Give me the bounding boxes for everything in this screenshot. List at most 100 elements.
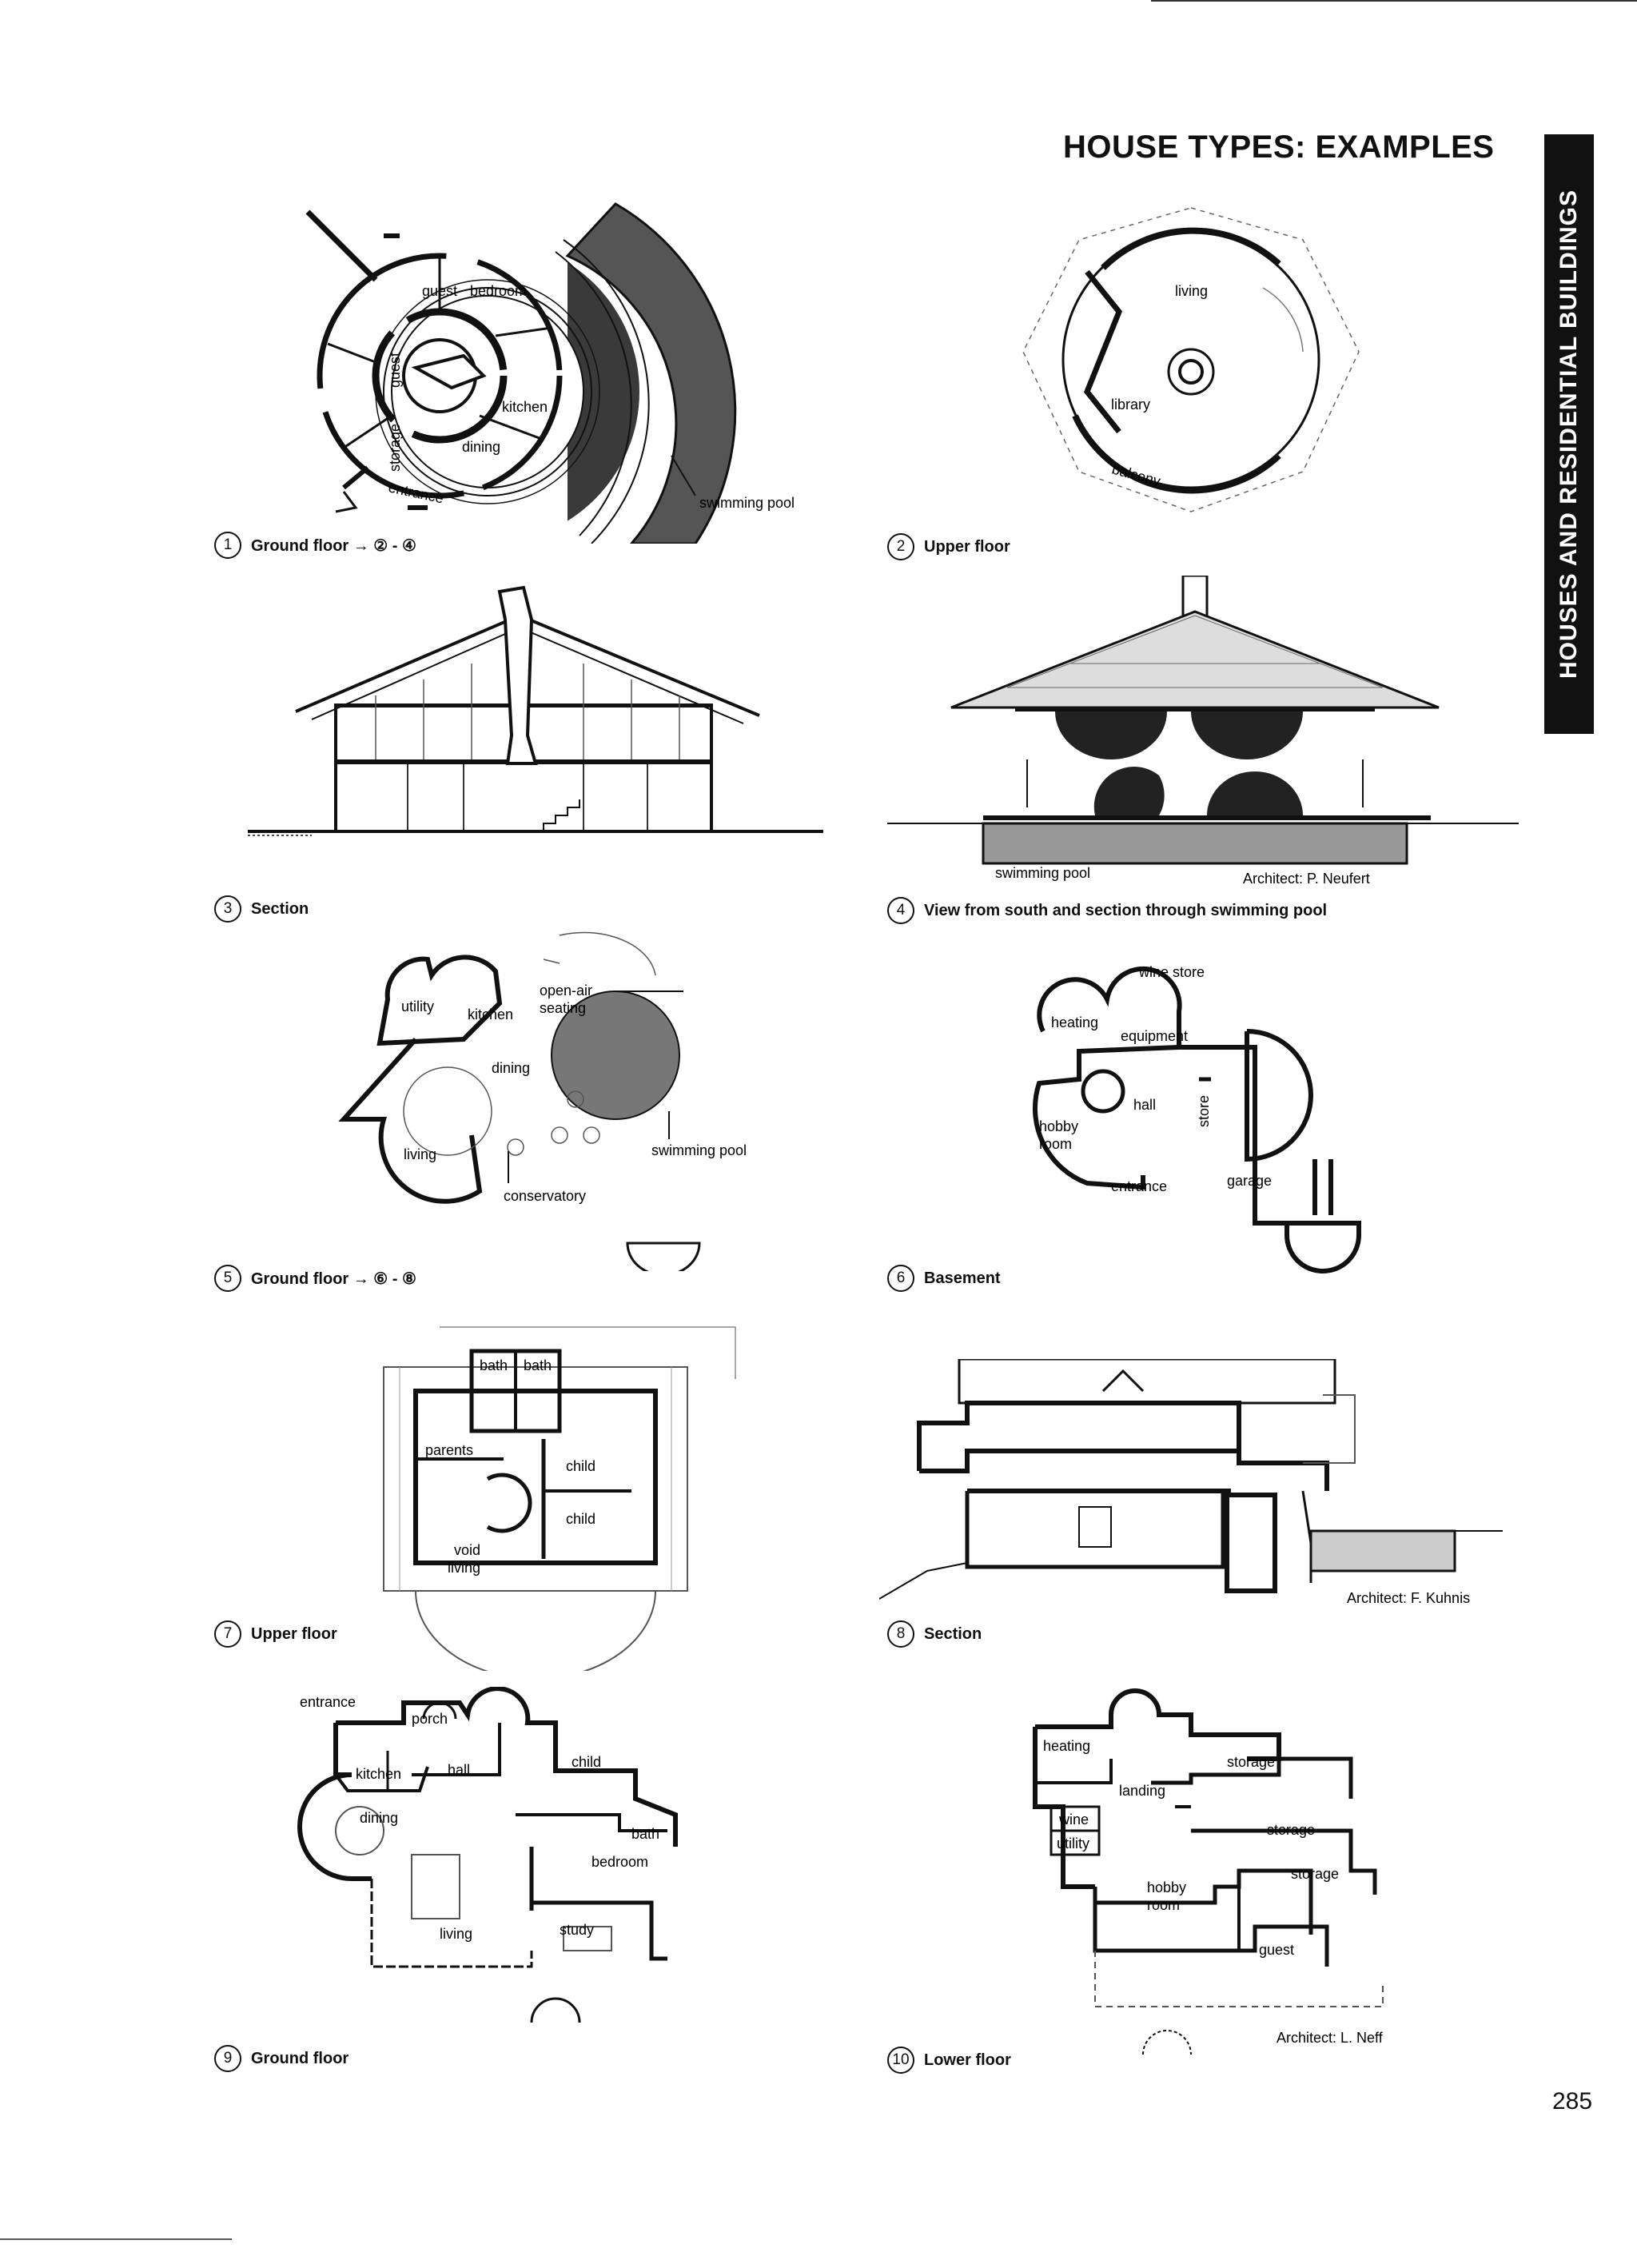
label-kitchen: kitchen [356,1766,401,1782]
figure-2-caption: 2 Upper floor [887,533,1010,560]
label-wine: wine [1058,1812,1089,1828]
label-parents: parents [425,1442,473,1458]
label-seating: seating [540,1000,586,1016]
figure-6-caption: 6 Basement [887,1265,1001,1292]
label-bedroom: bedroom [591,1854,648,1870]
figure-number: 6 [887,1265,914,1292]
label-void: void [454,1542,480,1558]
label-open-air: open-air [540,983,592,998]
label-landing: landing [1119,1783,1165,1799]
figure-number: 8 [887,1620,914,1648]
label-hobby: hobby [1147,1879,1186,1895]
architect-credit: Architect: F. Kuhnis [1347,1590,1470,1606]
label-child-1: child [566,1458,595,1474]
caption-text: Lower floor [924,2051,1011,2069]
page-title: HOUSE TYPES: EXAMPLES [1063,130,1495,165]
label-swimming-pool: swimming pool [995,865,1090,881]
caption-text: Section [251,899,309,918]
figure-number: 2 [887,533,914,560]
figure-4-caption: 4 View from south and section through sw… [887,897,1327,924]
architect-credit: Architect: P. Neufert [1243,871,1370,887]
caption-text: Ground floor → ⑥ - ⑧ [251,1270,416,1288]
label-store: store [1196,1095,1212,1127]
label-wine-store: wine store [1138,964,1205,980]
label-hall: hall [448,1762,470,1778]
label-storage-1: storage [1227,1754,1275,1770]
figure-number: 3 [214,895,241,923]
label-swimming-pool: swimming pool [651,1142,747,1158]
label-guest: guest [1259,1942,1294,1958]
figure-6-plan: wine store heating equipment hall store … [1032,964,1361,1274]
section-tab-label: HOUSES AND RESIDENTIAL BUILDINGS [1555,189,1582,680]
figure-5-caption: 5 Ground floor → ⑥ - ⑧ [214,1265,416,1292]
label-conservatory: conservatory [504,1188,586,1204]
caption-text: Ground floor → ② - ④ [251,536,416,555]
label-entrance: entrance [300,1694,356,1710]
label-living: living [440,1926,472,1942]
label-porch: porch [412,1711,448,1727]
label-bath-2: bath [524,1357,552,1373]
label-hobby: hobby [1039,1118,1078,1134]
label-heating: heating [1051,1014,1098,1030]
label-garage: garage [1227,1173,1272,1189]
figure-number: 4 [887,897,914,924]
figure-1-caption: 1 Ground floor → ② - ④ [214,532,416,559]
bottom-rule [0,2238,232,2240]
figure-10-caption: 10 Lower floor [887,2047,1011,2074]
figure-7-caption: 7 Upper floor [214,1620,337,1648]
figure-10-plan: heating storage landing wine utility sto… [1033,1688,1384,2055]
label-dining: dining [462,439,500,455]
figure-9-plan: entrance porch kitchen hall child dining… [297,1687,678,2023]
figure-number: 10 [887,2047,914,2074]
section-tab: HOUSES AND RESIDENTIAL BUILDINGS [1544,134,1594,734]
caption-text: Basement [924,1269,1001,1287]
label-study: study [560,1922,594,1938]
figure-4-section: swimming pool Architect: P. Neufert [887,576,1519,887]
label-child-2: child [566,1511,595,1527]
label-dining: dining [360,1810,398,1826]
label-bath: bath [631,1826,659,1842]
figure-7-plan: bath bath parents child child void livin… [383,1326,736,1671]
label-library: library [1111,397,1150,413]
label-bath-1: bath [480,1357,508,1373]
label-heating: heating [1043,1738,1090,1754]
figure-3-section [248,585,823,836]
top-rule [1151,0,1637,2]
caption-text: Upper floor [924,537,1010,556]
figure-8-section: Architect: F. Kuhnis [879,1359,1503,1606]
label-swimming-pool: swimming pool [699,495,795,511]
figure-9-caption: 9 Ground floor [214,2045,349,2072]
label-storage-2: storage [1267,1822,1315,1838]
label-utility: utility [401,998,434,1014]
caption-text: View from south and section through swim… [924,901,1328,919]
label-utility: utility [1057,1836,1089,1851]
label-living: living [404,1146,436,1162]
label-kitchen: kitchen [468,1006,513,1022]
figure-5-plan: utility kitchen open-air seating dining … [338,931,747,1271]
label-equipment: equipment [1121,1028,1188,1044]
figure-number: 7 [214,1620,241,1648]
label-guest: guest [422,283,457,299]
page-number: 285 [1552,2088,1593,2115]
caption-text: Ground floor [251,2049,349,2067]
figure-number: 1 [214,532,241,559]
caption-text: Section [924,1624,982,1643]
label-storage-3: storage [1291,1866,1339,1882]
label-dining: dining [492,1060,530,1076]
label-hall: hall [1133,1097,1156,1113]
figure-number: 5 [214,1265,241,1292]
label-entrance: entrance [1111,1178,1167,1194]
label-storage: storage [387,424,403,472]
label-living: living [448,1560,480,1576]
label-room: room [1147,1897,1180,1913]
label-room: room [1039,1136,1072,1152]
caption-text: Upper floor [251,1624,337,1643]
label-kitchen: kitchen [502,399,548,415]
figure-1-plan: guest bedroom guest storage kitchen dini… [216,184,795,544]
figure-3-caption: 3 Section [214,895,309,923]
architect-credit: Architect: L. Neff [1277,2030,1384,2046]
label-living: living [1175,283,1208,299]
label-guest-2: guest [387,353,403,388]
label-bedroom: bedroom [470,283,527,299]
figure-number: 9 [214,2045,241,2072]
